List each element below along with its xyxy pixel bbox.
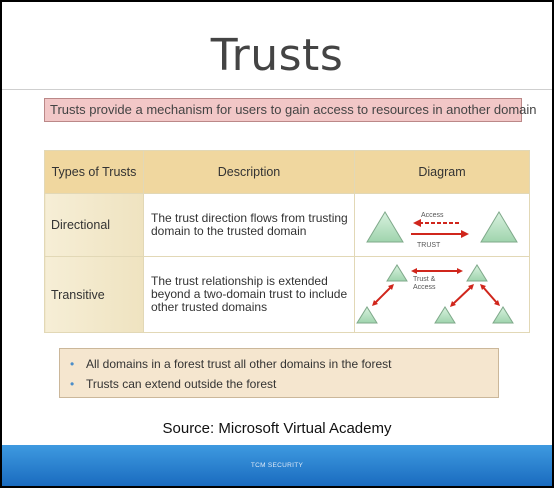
arrowhead — [411, 268, 417, 274]
bullet-item: All domains in a forest trust all other … — [70, 354, 498, 374]
row-type-directional: Directional — [44, 193, 144, 257]
transitive-arrow-middle — [452, 286, 472, 305]
callout-box: Trusts provide a mechanism for users to … — [44, 98, 537, 122]
trusts-table: Types of Trusts Description Diagram Dire… — [44, 150, 530, 333]
domain-triangle-top-left — [386, 264, 408, 282]
trust-label: TRUST — [417, 242, 441, 249]
bullet-box: All domains in a forest trust all other … — [59, 348, 499, 398]
header-diagram: Diagram — [354, 150, 530, 194]
trust-access-label-line2: Access — [413, 284, 436, 291]
diagram-transitive: Trust & Access — [354, 256, 530, 333]
title-divider — [2, 89, 552, 90]
domain-triangle-left — [366, 211, 404, 243]
transitive-arrow-left — [374, 286, 392, 304]
access-label: Access — [421, 212, 444, 219]
header-types: Types of Trusts — [44, 150, 144, 194]
arrowhead — [480, 284, 486, 290]
transitive-arrow-right — [482, 286, 498, 304]
trust-access-label-line1: Trust & — [413, 276, 436, 283]
row-description-directional: The trust direction flows from trusting … — [143, 193, 355, 257]
arrowhead — [468, 284, 474, 290]
domain-triangle-top-right — [466, 264, 488, 282]
bullet-item: Trusts can extend outside the forest — [70, 374, 498, 394]
table-row: Transitive The trust relationship is ext… — [44, 256, 530, 333]
arrowhead — [457, 268, 463, 274]
trust-arrowhead — [461, 230, 469, 238]
diagram-directional: Access TRUST — [354, 193, 530, 257]
arrowhead — [494, 300, 500, 306]
row-description-transitive: The trust relationship is extended beyon… — [143, 256, 355, 333]
bullet-list: All domains in a forest trust all other … — [60, 349, 498, 394]
row-type-transitive: Transitive — [44, 256, 144, 333]
footer-bar: TCM SECURITY — [2, 445, 552, 486]
directional-diagram-graphic: Access TRUST — [366, 211, 518, 249]
source-caption: Source: Microsoft Virtual Academy — [162, 420, 392, 437]
header-description: Description — [143, 150, 355, 194]
transitive-diagram-graphic: Trust & Access — [356, 264, 514, 324]
table-header-row: Types of Trusts Description Diagram — [44, 150, 530, 194]
domain-triangle-bottom-left — [356, 306, 378, 324]
domain-triangle-bottom-middle — [434, 306, 456, 324]
slide-title: Trusts — [210, 30, 344, 81]
table-row: Directional The trust direction flows fr… — [44, 193, 530, 257]
arrowhead — [372, 300, 378, 306]
domain-triangle-right — [480, 211, 518, 243]
access-arrowhead — [413, 219, 421, 227]
arrowhead — [388, 284, 394, 290]
arrowhead — [450, 301, 456, 307]
domain-triangle-bottom-right — [492, 306, 514, 324]
